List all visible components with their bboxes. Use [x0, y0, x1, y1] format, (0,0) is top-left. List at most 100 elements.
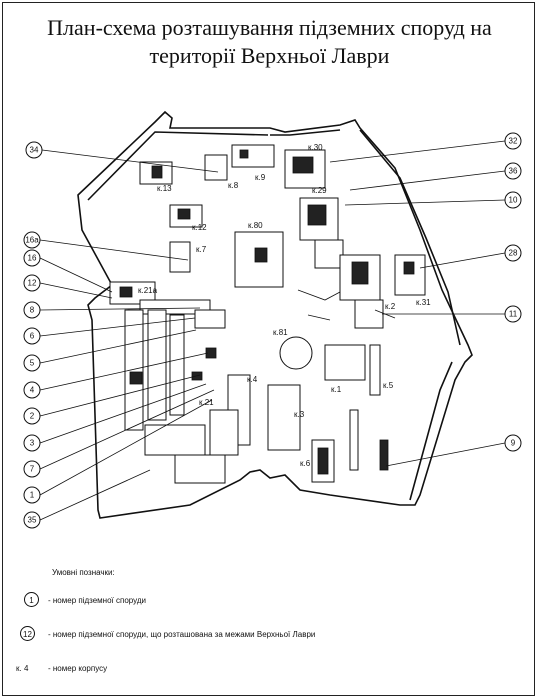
marker-5	[23, 354, 41, 372]
label-k4: к.4	[247, 375, 258, 384]
marker-4-label: 4	[30, 386, 35, 395]
marker-16a	[23, 231, 41, 249]
building-21-west	[124, 309, 144, 431]
marker-4	[23, 381, 41, 399]
marker-16-label: 16	[28, 254, 37, 263]
building-5-wall	[349, 409, 359, 471]
marker-2	[23, 407, 41, 425]
markers: 34 16а 16 12 8 6 5 4 2 3 7 1 35 32 36 10…	[23, 132, 522, 529]
label-k7: к.7	[196, 245, 207, 254]
label-k31: к.31	[416, 298, 431, 307]
building-31	[394, 254, 426, 296]
building-21-east	[169, 314, 185, 416]
marker-6	[23, 327, 41, 345]
label-k3: к.3	[294, 410, 305, 419]
label-k2: к.2	[385, 302, 396, 311]
marker-10-label: 10	[509, 196, 518, 205]
title-line-1: План-схема розташування підземних споруд…	[47, 15, 492, 40]
marker-16	[23, 249, 41, 267]
marker-34-label: 34	[30, 146, 39, 155]
label-k29: к.29	[312, 186, 327, 195]
marker-28	[504, 244, 522, 262]
building-9	[231, 144, 275, 168]
marker-11-label: 11	[509, 310, 518, 319]
legend-text-2: - номер підземної споруди, що розташован…	[48, 630, 316, 639]
inner-wall-east	[359, 129, 461, 346]
label-k12: к.12	[192, 223, 207, 232]
marker-7-label: 7	[30, 465, 35, 474]
marker-16a-label: 16а	[25, 236, 39, 245]
building-1-east	[369, 344, 381, 396]
label-k21: к.21	[199, 398, 214, 407]
building-3	[267, 384, 301, 451]
label-k5: к.5	[383, 381, 394, 390]
underground-31	[403, 261, 415, 275]
marker-11	[504, 305, 522, 323]
label-k1: к.1	[331, 385, 342, 394]
underground-4	[205, 347, 217, 359]
label-k30: к.30	[308, 143, 323, 152]
marker-12	[23, 274, 41, 292]
building-29b	[314, 239, 344, 269]
building-35b	[174, 454, 226, 484]
outer-wall	[77, 110, 473, 519]
label-k9: к.9	[255, 173, 266, 182]
label-k6: к.6	[300, 459, 311, 468]
marker-36	[504, 162, 522, 180]
marker-36-label: 36	[509, 167, 518, 176]
marker-35	[23, 511, 41, 529]
legend-text-1: - номер підземної споруди	[48, 596, 147, 605]
inner-wall-south	[409, 361, 453, 501]
page-title: План-схема розташування підземних споруд…	[0, 14, 539, 70]
marker-1	[23, 486, 41, 504]
marker-3	[23, 434, 41, 452]
label-k13: к.13	[157, 184, 172, 193]
label-k81: к.81	[273, 328, 288, 337]
legend-symbol-2: 12	[20, 626, 35, 641]
underground-13	[151, 165, 163, 179]
label-k80: к.80	[248, 221, 263, 230]
underground-12	[177, 208, 191, 220]
legend-symbol-3: к. 4	[16, 664, 29, 673]
underground-5	[129, 371, 143, 385]
marker-2-label: 2	[30, 412, 35, 421]
marker-9-label: 9	[511, 439, 516, 448]
building-35	[144, 424, 206, 456]
building-81	[279, 336, 313, 370]
marker-28-label: 28	[509, 249, 518, 258]
underground-9	[379, 439, 389, 471]
marker-3-label: 3	[30, 439, 35, 448]
label-k21a: к.21а	[138, 286, 158, 295]
marker-8-label: 8	[30, 306, 35, 315]
leader-lines	[39, 140, 506, 521]
marker-35-label: 35	[28, 516, 37, 525]
marker-1-label: 1	[30, 491, 35, 500]
inner-wall	[87, 129, 341, 201]
title-line-2: території Верхньої Лаври	[149, 43, 390, 68]
label-k8: к.8	[228, 181, 239, 190]
underground-2	[351, 261, 369, 285]
building-21-north	[194, 309, 226, 329]
building-21	[209, 409, 239, 456]
marker-12-label: 12	[28, 279, 37, 288]
underground-9	[239, 149, 249, 159]
underground-29	[307, 204, 327, 226]
legend-heading: Умовні позначки:	[52, 568, 115, 577]
marker-6-label: 6	[30, 332, 35, 341]
marker-7	[23, 460, 41, 478]
building-1	[324, 344, 366, 381]
building-7	[169, 241, 191, 273]
underground-6	[317, 447, 329, 475]
marker-9	[504, 434, 522, 452]
legend-text-3: - номер корпусу	[48, 664, 108, 673]
marker-32	[504, 132, 522, 150]
underground-30	[292, 156, 314, 174]
building-2	[354, 299, 384, 329]
marker-32-label: 32	[509, 137, 518, 146]
marker-5-label: 5	[30, 359, 35, 368]
underground-80	[254, 247, 268, 263]
marker-34	[25, 141, 43, 159]
building-8	[204, 154, 228, 181]
